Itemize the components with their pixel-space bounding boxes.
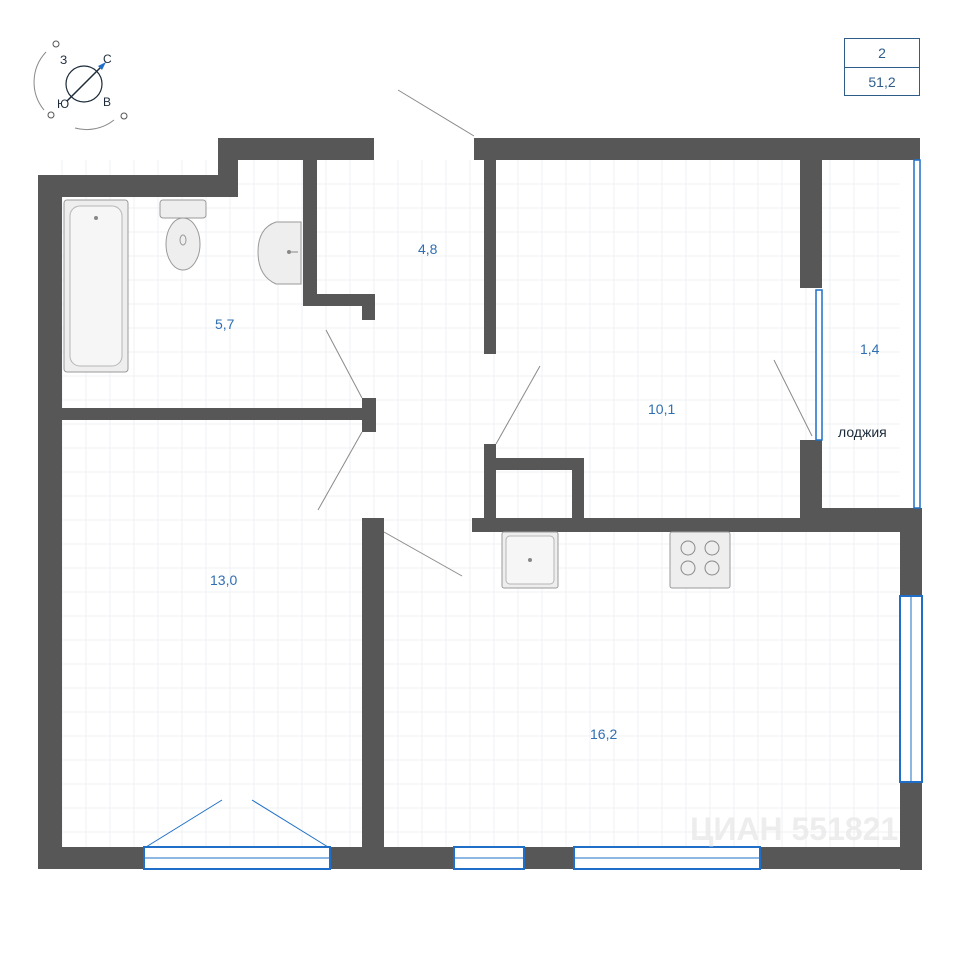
bedroom-window-sash-left: [145, 799, 223, 848]
entry-door: [397, 89, 475, 137]
watermark: ЦИАН 551821: [690, 811, 898, 847]
compass: З С Ю В: [33, 40, 128, 131]
wall-top-bath: [38, 175, 238, 197]
compass-arrow-icon: [98, 62, 106, 70]
bathtub-icon: [63, 199, 129, 373]
compass-south: Ю: [57, 97, 69, 111]
compass-east: В: [103, 95, 111, 109]
room-door: [495, 365, 541, 445]
wall-column-top: [484, 458, 584, 470]
compass-west: З: [60, 53, 67, 67]
compass-needle: [66, 64, 104, 102]
wall-hall-niche-end: [362, 294, 375, 320]
compass-north: С: [103, 52, 112, 66]
bedroom-door: [317, 431, 363, 511]
loggia-door: [773, 359, 813, 437]
loggia-door-frame: [815, 289, 823, 441]
doors: [145, 89, 813, 848]
wall-column-right: [572, 458, 584, 524]
room-area-room: 10,1: [648, 401, 675, 417]
compass-ring: [65, 65, 103, 103]
wall-hall-niche: [303, 294, 375, 306]
wall-bedroom-kitchen-cap: [362, 518, 384, 532]
sink-icon: [501, 531, 559, 589]
washbasin-icon: [257, 221, 302, 285]
sun-icon: [47, 40, 128, 120]
wall-room-loggia-upper: [800, 138, 822, 288]
room-area-hall: 4,8: [418, 241, 438, 257]
room-count: 2: [845, 39, 919, 68]
wall-room-left: [484, 160, 496, 354]
wall-top-hall: [218, 138, 374, 160]
bathroom-door: [325, 329, 363, 399]
kitchen-door: [383, 531, 463, 577]
wall-column-left: [484, 444, 496, 532]
room-name-loggia: лоджия: [838, 424, 887, 440]
wall-top-right: [474, 138, 920, 160]
wall-bath-door-jamb: [362, 398, 376, 432]
wall-room-kitchen: [472, 518, 822, 532]
windows: [143, 159, 923, 870]
window-loggia: [913, 159, 921, 509]
wall-left-outer: [38, 175, 62, 869]
room-area-bedroom: 13,0: [210, 572, 237, 588]
toilet-icon: [159, 199, 207, 271]
room-area-kitchen: 16,2: [590, 726, 617, 742]
room-area-bathroom: 5,7: [215, 316, 235, 332]
total-area: 51,2: [868, 74, 896, 90]
room-area-loggia: 1,4: [860, 341, 880, 357]
wall-bath-hall: [303, 160, 317, 306]
room-labels: 5,7 4,8 13,0 10,1 1,4 лоджия 16,2: [210, 241, 887, 742]
apartment-info-box: 2 51,2: [844, 38, 920, 96]
wall-bedroom-kitchen: [362, 518, 384, 869]
stove-icon: [669, 531, 731, 589]
fixtures: [63, 199, 731, 589]
bedroom-window-sash-right: [251, 799, 329, 848]
wall-bath-bedroom: [62, 408, 374, 420]
